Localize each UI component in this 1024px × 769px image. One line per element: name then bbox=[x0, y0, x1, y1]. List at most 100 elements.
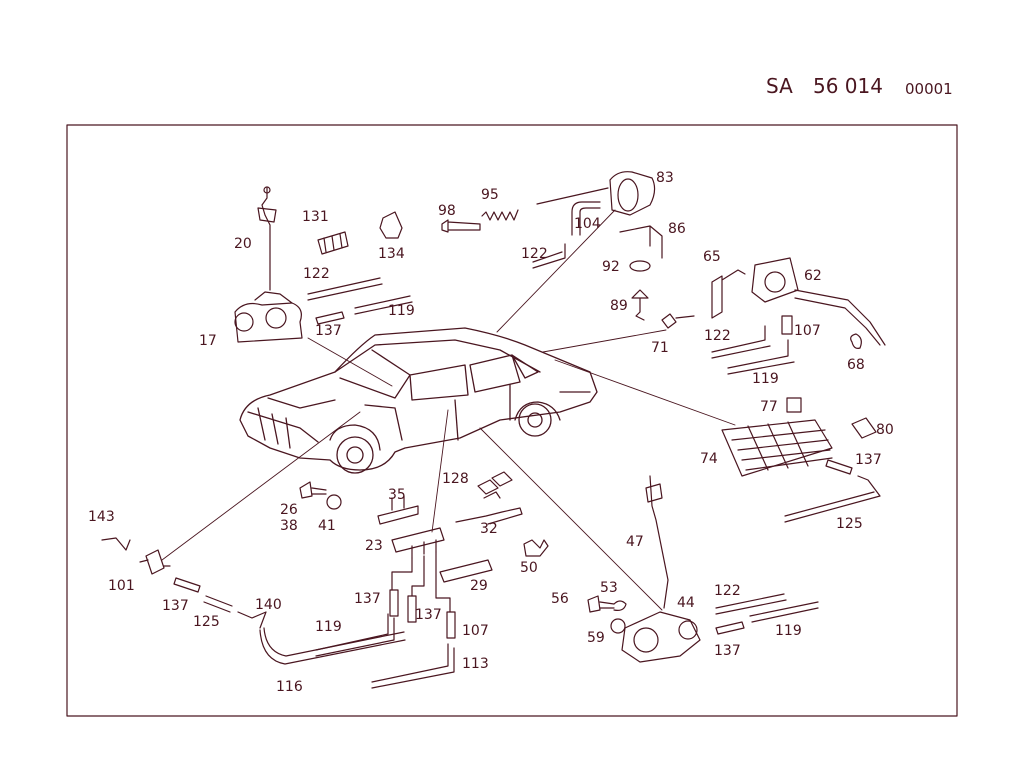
part-122-top bbox=[532, 243, 566, 269]
callout: 107 bbox=[794, 323, 821, 339]
part-107-low bbox=[446, 611, 456, 639]
part-35 bbox=[377, 495, 419, 525]
callout: 62 bbox=[804, 268, 822, 284]
callout: 131 bbox=[302, 209, 329, 225]
part-125 bbox=[784, 475, 881, 523]
part-74 bbox=[721, 419, 833, 477]
callout: 107 bbox=[462, 623, 489, 639]
callout: 137 bbox=[415, 607, 442, 623]
part-89 bbox=[631, 289, 649, 321]
connect-lines bbox=[391, 551, 451, 613]
part-59 bbox=[610, 618, 626, 634]
part-44 bbox=[621, 611, 701, 663]
part-62 bbox=[751, 257, 886, 346]
callout: 122 bbox=[714, 583, 741, 599]
callout: 68 bbox=[847, 357, 865, 373]
callout: 137 bbox=[855, 452, 882, 468]
callout: 56 bbox=[551, 591, 569, 607]
part-71 bbox=[661, 313, 695, 329]
callout: 20 bbox=[234, 236, 252, 252]
callout: 29 bbox=[470, 578, 488, 594]
callout: 113 bbox=[462, 656, 489, 672]
callout: 44 bbox=[677, 595, 695, 611]
diagram-header: SA bbox=[766, 74, 793, 98]
callout: 83 bbox=[656, 170, 674, 186]
part-47 bbox=[645, 475, 669, 609]
callout: 119 bbox=[775, 623, 802, 639]
part-137-right bbox=[825, 459, 853, 475]
part-122-right bbox=[711, 325, 771, 359]
part-95 bbox=[481, 209, 519, 221]
part-65 bbox=[711, 269, 746, 319]
part-92 bbox=[629, 260, 651, 272]
part-104 bbox=[571, 201, 601, 236]
part-119-left bbox=[354, 295, 413, 315]
part-32 bbox=[455, 507, 523, 525]
callout: 122 bbox=[521, 246, 548, 262]
part-137-left bbox=[315, 311, 345, 325]
part-83 bbox=[536, 171, 656, 216]
callout: 50 bbox=[520, 560, 538, 576]
part-128 bbox=[477, 471, 513, 499]
part-122-lower-right bbox=[715, 593, 787, 615]
part-143 bbox=[101, 537, 131, 551]
part-137-low-a bbox=[389, 589, 399, 617]
callout: 89 bbox=[610, 298, 628, 314]
diagram-suffix: 00001 bbox=[905, 79, 953, 98]
callout: 17 bbox=[199, 333, 217, 349]
callout: 119 bbox=[388, 303, 415, 319]
diagram-number: 56 014 bbox=[813, 74, 883, 98]
callout: 140 bbox=[255, 597, 282, 613]
part-137-lower-right bbox=[715, 621, 745, 635]
callout: 26 bbox=[280, 502, 298, 518]
callout: 41 bbox=[318, 518, 336, 534]
callout: 95 bbox=[481, 187, 499, 203]
part-68 bbox=[850, 333, 862, 349]
callout: 143 bbox=[88, 509, 115, 525]
callout: 59 bbox=[587, 630, 605, 646]
part-116 bbox=[259, 627, 406, 665]
callout-labels: 20 131 134 98 95 83 104 86 122 92 65 62 … bbox=[88, 170, 894, 695]
part-98 bbox=[441, 219, 481, 233]
callout: 134 bbox=[378, 246, 405, 262]
part-119-lower bbox=[315, 613, 395, 657]
part-20 bbox=[257, 186, 277, 291]
leader-lines bbox=[161, 209, 736, 611]
part-119-right bbox=[727, 339, 795, 375]
callout: 137 bbox=[162, 598, 189, 614]
diagram-frame bbox=[66, 124, 958, 717]
part-29 bbox=[439, 559, 493, 583]
part-23 bbox=[391, 527, 445, 559]
part-140 bbox=[237, 611, 267, 629]
part-77 bbox=[786, 397, 802, 413]
callout: 53 bbox=[600, 580, 618, 596]
header-suffix: 00001 bbox=[905, 80, 953, 98]
part-125-lower bbox=[203, 595, 233, 613]
callout: 125 bbox=[193, 614, 220, 630]
part-86 bbox=[619, 225, 663, 259]
part-41 bbox=[326, 494, 342, 510]
callout: 125 bbox=[836, 516, 863, 532]
callout: 137 bbox=[315, 323, 342, 339]
car-illustration bbox=[239, 327, 598, 474]
part-56 bbox=[587, 595, 615, 613]
part-137-lower bbox=[173, 577, 201, 593]
part-107-right bbox=[781, 315, 793, 335]
part-53 bbox=[613, 600, 627, 611]
part-50 bbox=[523, 539, 549, 557]
callout: 101 bbox=[108, 578, 135, 594]
callout: 77 bbox=[760, 399, 778, 415]
part-26 bbox=[299, 481, 327, 499]
callout: 32 bbox=[480, 521, 498, 537]
part-17 bbox=[234, 291, 303, 343]
part-134 bbox=[379, 211, 403, 239]
callout: 116 bbox=[276, 679, 303, 695]
callout: 80 bbox=[876, 422, 894, 438]
header-main: 56 014 bbox=[813, 74, 883, 98]
callout: 35 bbox=[388, 487, 406, 503]
callout: 137 bbox=[714, 643, 741, 659]
callout: 38 bbox=[280, 518, 298, 534]
callout: 119 bbox=[752, 371, 779, 387]
callout: 47 bbox=[626, 534, 644, 550]
callout: 137 bbox=[354, 591, 381, 607]
